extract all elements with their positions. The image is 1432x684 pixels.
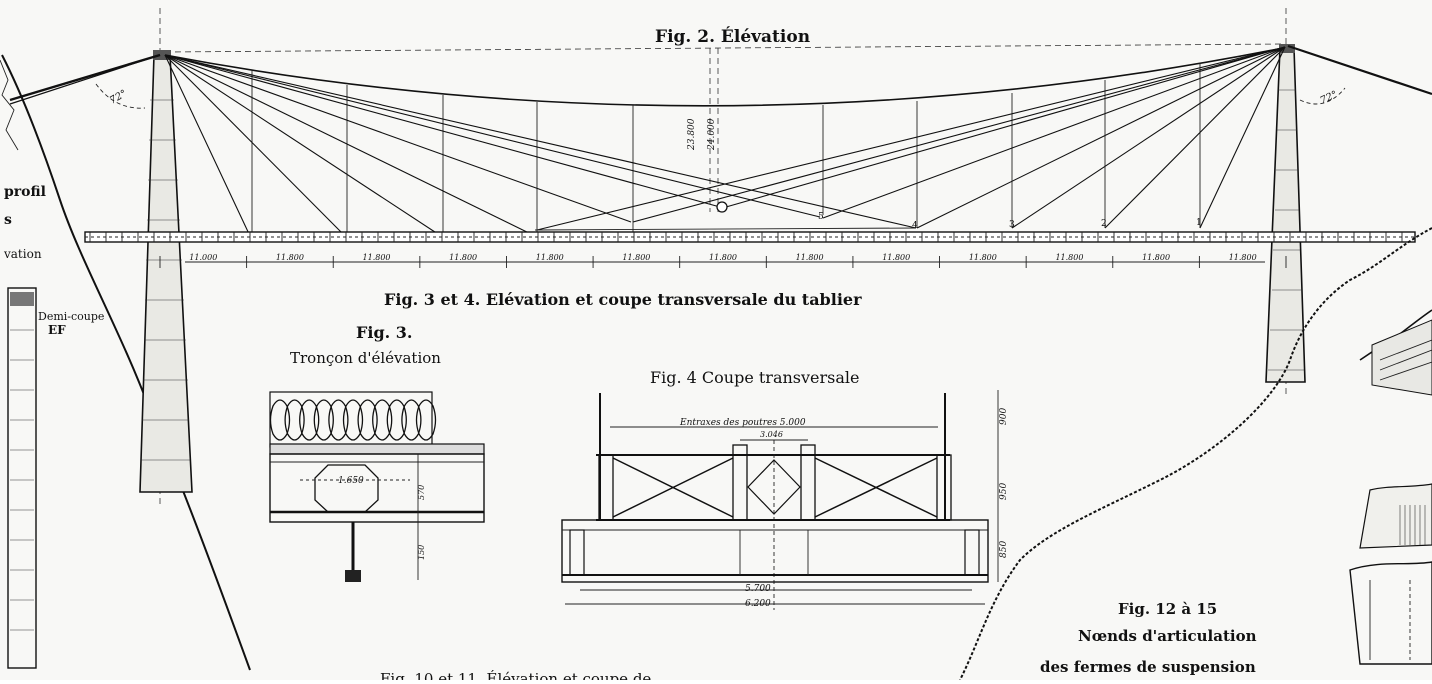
span-dim-label: 11.800 (882, 253, 910, 262)
span-dim-label: 11.800 (1055, 253, 1083, 262)
fig2-node-5: 5 (818, 212, 824, 222)
fig2-deck (84, 231, 1416, 243)
fig3-title: Fig. 3. (356, 323, 412, 342)
span-dim-label: 11.800 (449, 253, 477, 262)
lattice-loop (357, 399, 378, 441)
lattice-loop (299, 399, 320, 441)
left-pier-cap (10, 292, 34, 306)
lattice-loop (342, 399, 364, 441)
fig2-right-pylon (1265, 44, 1306, 383)
fig4-title: Fig. 4 Coupe transversale (650, 368, 860, 387)
fig4-dim-v1: 900 (999, 408, 1009, 425)
lattice-loop (313, 399, 334, 441)
fig2-node-2: 2 (1101, 219, 1107, 229)
fig2-main-cable (164, 47, 1284, 107)
fig2-left-angle-arc (95, 83, 146, 109)
fig3-subtitle: Tronçon d'élévation (290, 349, 441, 367)
lattice-loop (269, 399, 291, 441)
lattice-loop (328, 399, 349, 441)
span-dim-label: 11.800 (969, 253, 997, 262)
left-margin-fragment: profil s vation Demi-coupe EF (0, 54, 251, 671)
fig2-left-angle: 72° (108, 88, 129, 106)
lattice-loop (415, 399, 437, 441)
lattice-loop (284, 399, 305, 441)
fig2-node-1: 1 (1196, 218, 1202, 228)
fig2-right-backstay (1287, 44, 1432, 96)
bottom-cut-caption: Fig. 10 et 11. Élévation et coupe de ... (380, 670, 670, 680)
fig3-dim-v1: 570 (417, 485, 426, 500)
fig2-right-angle-arc (1299, 87, 1346, 105)
lattice-loop (401, 399, 422, 441)
span-dim-label: 11.000 (189, 253, 217, 262)
fig2-span-dims: 11.000 11.800 11.800 11.800 11.800 11.800 11.8… (159, 253, 1287, 268)
fig2-left-pylon (139, 50, 193, 493)
span-dim-label: 11.800 (536, 253, 564, 262)
fig34-title: Fig. 3 et 4. Elévation et coupe transver… (384, 290, 862, 309)
lattice-loop (372, 399, 393, 441)
fig4-dim-bottom-2: 6.200 (745, 599, 771, 609)
left-label-ef: EF (48, 323, 66, 337)
span-dim-label: 11.800 (709, 253, 737, 262)
fig2-left-backstay (9, 53, 161, 102)
right-margin-detail (1349, 319, 1432, 665)
fig2-right-ground-profile (959, 227, 1432, 681)
span-dim-label: 11.800 (1142, 253, 1170, 262)
fig4-dim-bottom-1: 5.700 (745, 584, 771, 594)
fig4-dim-top-sub: 3.046 (760, 430, 783, 439)
span-dim-label: 11.800 (363, 253, 391, 262)
span-dim-label: 11.800 (622, 253, 650, 262)
left-label-vation: vation (3, 247, 42, 261)
left-label-profil: profil (4, 184, 46, 200)
lattice-loop (386, 399, 407, 441)
span-dim-label: 11.800 (276, 253, 304, 262)
left-label-s: s (4, 212, 12, 228)
fig2-vdim-a: 23.800 (687, 118, 697, 151)
fig3-deck-segment: 1.650 570 150 (269, 391, 485, 582)
fig3-dim-inner: 1.650 (338, 476, 364, 486)
fig4-dim-v2: 950 (999, 483, 1009, 500)
fig2-top-reference-line (164, 43, 1286, 53)
fig2-vdim-b: 24.000 (707, 118, 717, 151)
fig4-dim-top: Entraxes des poutres 5.000 (679, 418, 806, 428)
left-pier-elevation (7, 287, 37, 669)
fig2-center-node (716, 201, 728, 213)
fig2-node-4: 4 (912, 221, 918, 231)
span-dim-label: 11.800 (1229, 253, 1257, 262)
span-dim-label: 11.800 (796, 253, 824, 262)
fig2-right-angle: 72° (1319, 89, 1340, 106)
fig12-title: Fig. 12 à 15 (1118, 600, 1217, 618)
fig3-dim-v2: 150 (417, 545, 426, 560)
fig2-node-3: 3 (1009, 220, 1015, 230)
fig4-cross-section: Entraxes des poutres 5.000 3.046 5.700 6… (561, 390, 1009, 610)
left-label-demi-coupe: Demi-coupe (38, 310, 104, 323)
fig4-dim-v3: 850 (999, 541, 1009, 558)
fig2-left-stays (164, 54, 917, 237)
fig2-right-stays (536, 46, 1286, 231)
fig2-title: Fig. 2. Élévation (655, 26, 810, 47)
fig12-line3: des fermes de suspension (1040, 658, 1256, 676)
fig12-line2: Nœnds d'articulation (1078, 627, 1257, 645)
